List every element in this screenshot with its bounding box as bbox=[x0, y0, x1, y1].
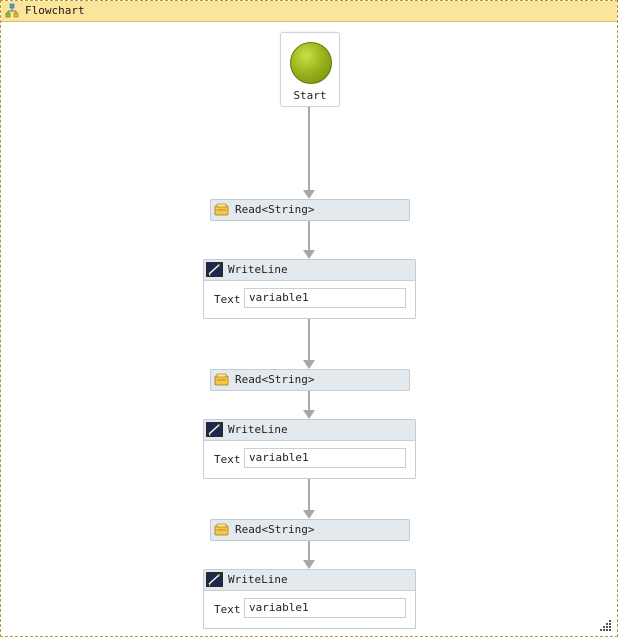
text-label: Text bbox=[214, 603, 241, 616]
writeline-header[interactable]: WriteLine bbox=[204, 570, 415, 591]
text-input[interactable]: variable1 bbox=[244, 598, 406, 618]
writeline-icon bbox=[206, 262, 223, 277]
read-activity-icon bbox=[214, 203, 229, 216]
arrow-head-icon bbox=[303, 360, 315, 369]
writeline-label: WriteLine bbox=[228, 423, 288, 436]
writeline-icon bbox=[206, 422, 223, 437]
text-input[interactable]: variable1 bbox=[244, 288, 406, 308]
text-label: Text bbox=[214, 293, 241, 306]
writeline-activity[interactable]: WriteLine Text variable1 bbox=[203, 419, 416, 479]
arrow-head-icon bbox=[303, 250, 315, 259]
resize-grip-icon[interactable] bbox=[600, 619, 612, 631]
writeline-header[interactable]: WriteLine bbox=[204, 420, 415, 441]
read-activity-label: Read<String> bbox=[235, 373, 315, 386]
connector-lines bbox=[303, 106, 315, 569]
text-input[interactable]: variable1 bbox=[244, 448, 406, 468]
read-string-activity[interactable]: Read<String> bbox=[210, 199, 410, 221]
read-string-activity[interactable]: Read<String> bbox=[210, 369, 410, 391]
writeline-label: WriteLine bbox=[228, 263, 288, 276]
arrow-head-icon bbox=[303, 190, 315, 199]
writeline-activity[interactable]: WriteLine Text variable1 bbox=[203, 569, 416, 629]
arrow-head-icon bbox=[303, 560, 315, 569]
read-string-activity[interactable]: Read<String> bbox=[210, 519, 410, 541]
flowchart-header[interactable]: Flowchart bbox=[1, 1, 617, 22]
arrow-head-icon bbox=[303, 510, 315, 519]
read-activity-label: Read<String> bbox=[235, 203, 315, 216]
start-circle-icon bbox=[290, 42, 332, 84]
flowchart-icon bbox=[5, 3, 19, 18]
read-activity-icon bbox=[214, 373, 229, 386]
writeline-icon bbox=[206, 572, 223, 587]
flowchart-canvas[interactable]: Start Read<String> WriteLine Te bbox=[2, 22, 616, 635]
writeline-header[interactable]: WriteLine bbox=[204, 260, 415, 281]
read-activity-icon bbox=[214, 523, 229, 536]
writeline-activity[interactable]: WriteLine Text variable1 bbox=[203, 259, 416, 319]
read-activity-label: Read<String> bbox=[235, 523, 315, 536]
writeline-label: WriteLine bbox=[228, 573, 288, 586]
start-label: Start bbox=[293, 89, 327, 102]
text-label: Text bbox=[214, 453, 241, 466]
arrow-head-icon bbox=[303, 410, 315, 419]
start-node[interactable]: Start bbox=[280, 32, 340, 107]
flowchart-title: Flowchart bbox=[25, 4, 85, 17]
